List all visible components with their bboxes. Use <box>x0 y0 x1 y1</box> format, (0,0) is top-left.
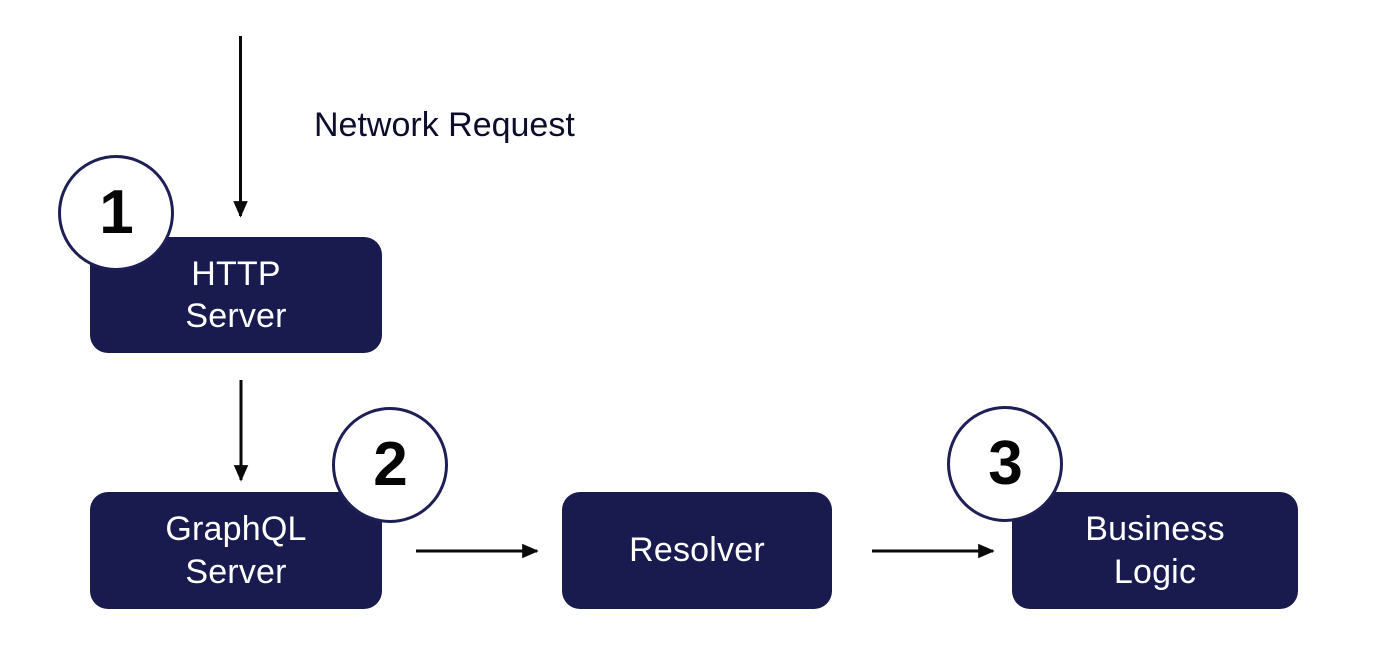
node-graphql-server-label: GraphQL Server <box>165 510 307 591</box>
node-resolver-label: Resolver <box>629 531 765 570</box>
node-http-server-label: HTTP Server <box>185 254 287 336</box>
node-business-logic[interactable]: Business Logic <box>1012 492 1298 609</box>
edge-label-network-request: Network Request <box>314 106 575 144</box>
step-badge-3-number: 3 <box>988 429 1022 498</box>
node-resolver[interactable]: Resolver <box>562 492 832 609</box>
step-badge-3[interactable]: 3 <box>947 406 1063 522</box>
step-badge-2[interactable]: 2 <box>332 407 448 523</box>
step-badge-1-number: 1 <box>99 178 133 247</box>
node-graphql-server[interactable]: GraphQL Server <box>90 492 382 609</box>
step-badge-1[interactable]: 1 <box>58 155 174 271</box>
node-business-logic-label: Business Logic <box>1085 510 1225 591</box>
step-badge-2-number: 2 <box>373 430 407 499</box>
